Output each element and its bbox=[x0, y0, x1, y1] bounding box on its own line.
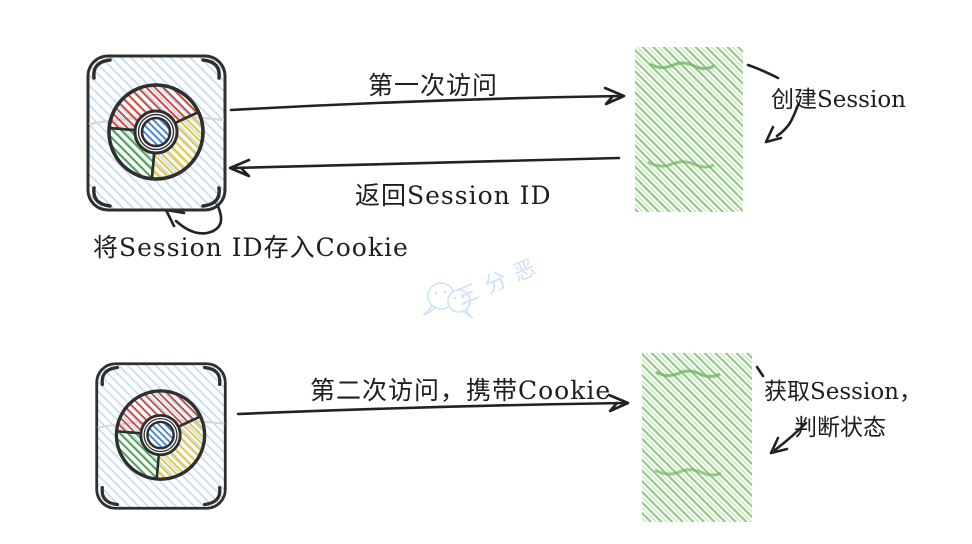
arrow-create-session-note bbox=[746, 63, 800, 144]
label-first-visit: 第一次访问 bbox=[368, 71, 499, 100]
arrow-first-visit bbox=[229, 86, 626, 112]
wechat-chat-bubbles-icon bbox=[422, 282, 474, 319]
arrow-get-session-note bbox=[755, 365, 808, 455]
chrome-icon-top bbox=[86, 54, 227, 212]
note-get-session-line2: 判断状态 bbox=[794, 415, 886, 441]
note-get-session: 获取Session， 判断状态 bbox=[764, 372, 922, 442]
server-box-top bbox=[635, 47, 743, 212]
label-return-session-id: 返回Session ID bbox=[355, 181, 552, 210]
note-create-session: 创建Session bbox=[771, 87, 906, 113]
server-box-bottom bbox=[642, 353, 752, 522]
arrow-return-session-id bbox=[228, 156, 621, 178]
label-second-visit-cookie: 第二次访问，携带Cookie bbox=[310, 376, 612, 405]
note-store-session-id-cookie: 将Session ID存入Cookie bbox=[93, 233, 409, 262]
arrow-second-visit bbox=[236, 393, 630, 416]
chrome-icon-bottom bbox=[95, 362, 227, 510]
note-get-session-line1: 获取Session， bbox=[764, 379, 922, 405]
